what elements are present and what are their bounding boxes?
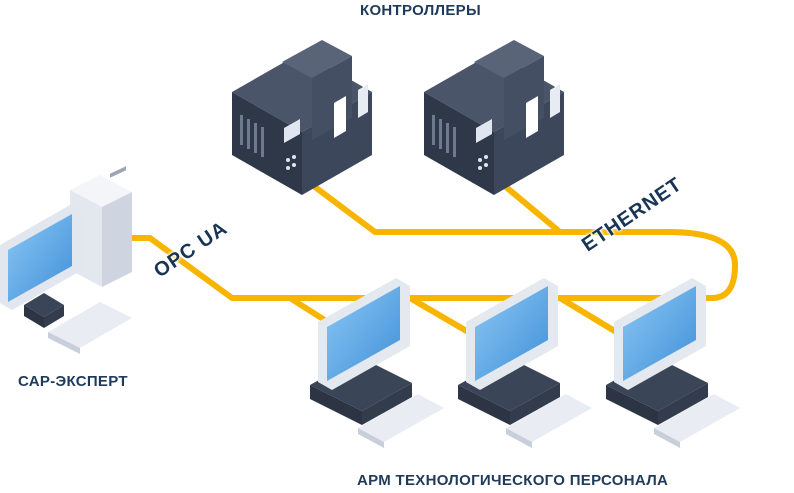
arm-2-cable: [407, 295, 473, 336]
controllers-label: КОНТРОЛЛЕРЫ: [360, 2, 481, 19]
arm-workstation-1: [310, 278, 444, 448]
arm-workstation-2: [458, 278, 592, 448]
controller-1: [232, 40, 372, 195]
arm-3-cable: [557, 295, 621, 336]
opc-ua-cable: [129, 235, 303, 301]
arm-label: АРМ ТЕХНОЛОГИЧЕСКОГО ПЕРСОНАЛА: [357, 472, 669, 489]
arm-workstation-3: [606, 278, 740, 448]
sap-expert-pc: [0, 166, 132, 354]
ethernet-cable: [292, 169, 738, 301]
controller-2: [424, 40, 564, 195]
sap-expert-label: САР-ЭКСПЕРТ: [18, 373, 128, 390]
